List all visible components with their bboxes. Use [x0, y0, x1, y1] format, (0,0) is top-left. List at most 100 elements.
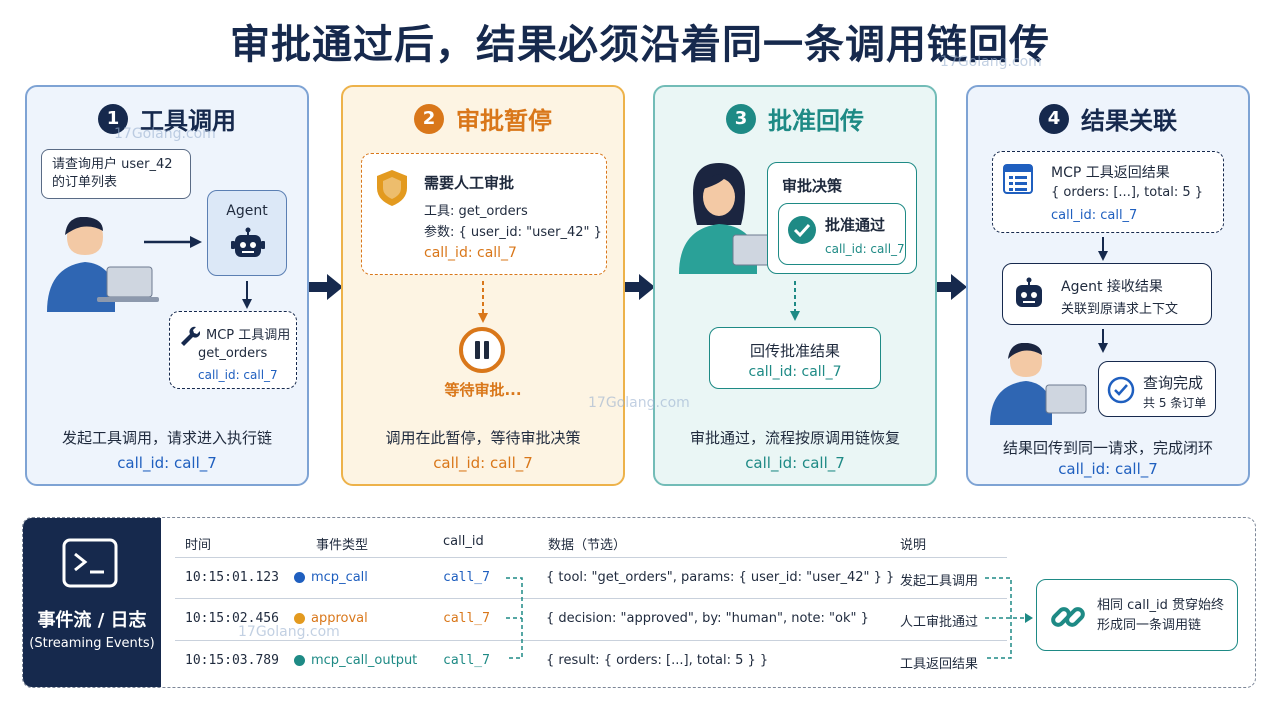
- panel-tool-call: 1 工具调用 请查询用户 user_42 的订单列表 Agent MCP 工具调…: [25, 85, 309, 486]
- waiting-label: 等待审批...: [444, 381, 522, 399]
- row-data: { decision: "approved", by: "human", not…: [546, 611, 869, 626]
- chain-summary-text: 相同 call_id 贯穿始终 形成同一条调用链: [1097, 598, 1224, 633]
- check-circle-icon: [788, 216, 816, 244]
- panel-callid: call_id: call_7: [1058, 460, 1158, 478]
- flow-arrow-icon: [933, 274, 967, 300]
- approval-params: 参数: { user_id: "user_42" }: [424, 225, 602, 240]
- flow-arrow-icon: [621, 274, 655, 300]
- panel-footer: 发起工具调用，请求进入执行链: [61, 429, 272, 447]
- approval-callid: call_id: call_7: [424, 245, 517, 261]
- mcp-title: MCP 工具调用: [206, 328, 291, 343]
- panel-header: 1 工具调用: [27, 101, 307, 136]
- panel-approval-return: 3 批准回传 审批决策 批准通过 call_id: call_7 回传批准结果 …: [653, 85, 937, 486]
- event-log-sidebar: 事件流 / 日志 (Streaming Events): [23, 518, 161, 687]
- row-note: 工具返回结果: [900, 657, 979, 672]
- step-number: 2: [414, 103, 444, 134]
- watermark: 17Golang.com: [114, 126, 216, 142]
- agent-receive-sub: 关联到原请求上下文: [1061, 302, 1179, 317]
- flow-arrow-icon: [309, 274, 343, 300]
- decision-title: 审批决策: [782, 177, 843, 195]
- approval-title: 需要人工审批: [424, 174, 515, 192]
- col-header-time: 时间: [185, 538, 212, 553]
- panel-footer: 结果回传到同一请求，完成闭环: [1002, 439, 1213, 457]
- watermark: 17Golang.com: [588, 395, 690, 411]
- col-header-callid: call_id: [443, 534, 484, 549]
- return-title: 回传批准结果: [749, 342, 840, 360]
- event-log-panel: 事件流 / 日志 (Streaming Events): [22, 517, 1256, 688]
- agent-box: Agent: [207, 190, 287, 276]
- panel-callid: call_id: call_7: [745, 454, 845, 472]
- row-type: mcp_call_output: [294, 653, 417, 668]
- row-data: { tool: "get_orders", params: { user_id:…: [546, 570, 895, 585]
- approved-box: 批准通过 call_id: call_7: [778, 203, 906, 265]
- panel-callid: call_id: call_7: [433, 454, 533, 472]
- panel-result-link: 4 结果关联 MCP 工具返回结果 { orders: [...], total…: [966, 85, 1250, 486]
- status-dot: [294, 613, 305, 624]
- chain-summary-box: 相同 call_id 贯穿始终 形成同一条调用链: [1036, 579, 1238, 651]
- approval-tool: 工具: get_orders: [424, 204, 528, 219]
- panel-title: 批准回传: [768, 107, 864, 135]
- callid-bracket: [506, 577, 523, 659]
- col-header-type: 事件类型: [316, 538, 369, 553]
- pause-icon: [459, 327, 505, 373]
- query-done-box: 查询完成 共 5 条订单: [1098, 361, 1216, 417]
- row-note: 人工审批通过: [900, 615, 979, 630]
- arrow-down-icon: [1098, 237, 1108, 261]
- event-type-label: mcp_call: [311, 570, 368, 585]
- event-type-label: approval: [311, 611, 368, 626]
- arrow-down-icon: [1098, 329, 1108, 353]
- user-laptop-illustration: [47, 217, 159, 312]
- page-title: 审批通过后，结果必须沿着同一条调用链回传: [230, 22, 1050, 68]
- mcp-tool-name: get_orders: [198, 346, 268, 361]
- arrow-right-icon: [144, 236, 202, 248]
- panel-title: 工具调用: [140, 107, 236, 135]
- col-header-note: 说明: [900, 538, 927, 553]
- check-circle-icon: [1107, 376, 1135, 404]
- agent-receive-box: Agent 接收结果 关联到原请求上下文: [1002, 263, 1212, 325]
- row-time: 10:15:03.789: [185, 653, 279, 668]
- event-log-subtitle: (Streaming Events): [29, 636, 155, 651]
- divider: [175, 640, 1007, 641]
- result-callid: call_id: call_7: [1051, 208, 1138, 223]
- decision-box: 审批决策 批准通过 call_id: call_7: [767, 162, 917, 274]
- document-list-icon: [1003, 164, 1033, 194]
- watermark: 17Golang.com: [238, 624, 340, 640]
- note-bracket: [985, 577, 1033, 659]
- event-type-label: mcp_call_output: [311, 653, 418, 668]
- result-title: MCP 工具返回结果: [1051, 165, 1170, 181]
- terminal-icon: [62, 538, 118, 588]
- panel-footer: 调用在此暂停，等待审批决策: [385, 429, 581, 447]
- col-header-data: 数据（节选）: [548, 538, 627, 553]
- row-data: { result: { orders: [...], total: 5 } }: [546, 653, 769, 668]
- link-icon: [1051, 607, 1085, 627]
- user-laptop-illustration: [990, 343, 1087, 425]
- mcp-callid: call_id: call_7: [198, 368, 278, 382]
- panel-callid: call_id: call_7: [117, 454, 217, 472]
- dashed-arrow-down-icon: [478, 281, 488, 323]
- row-time: 10:15:02.456: [185, 611, 279, 626]
- agent-receive-title: Agent 接收结果: [1061, 279, 1163, 295]
- arrow-down-icon: [242, 281, 252, 309]
- step-number: 1: [98, 103, 128, 134]
- robot-icon: [1016, 277, 1042, 307]
- row-type: mcp_call: [294, 570, 368, 585]
- user-request-bubble: 请查询用户 user_42 的订单列表: [41, 149, 191, 199]
- panel-approval-pause: 2 审批暂停 需要人工审批 工具: get_orders 参数: { user_…: [341, 85, 625, 486]
- row-time: 10:15:01.123: [185, 570, 279, 585]
- return-callid: call_id: call_7: [748, 364, 842, 380]
- robot-icon: [231, 227, 265, 257]
- step-number: 3: [726, 103, 756, 134]
- panel-title: 结果关联: [1081, 107, 1177, 135]
- event-log-title: 事件流 / 日志: [37, 610, 147, 631]
- panel-header: 3 批准回传: [655, 101, 935, 136]
- panel-header: 2 审批暂停: [343, 101, 623, 136]
- step-number: 4: [1039, 103, 1069, 134]
- panel-footer: 审批通过，流程按原调用链恢复: [689, 429, 900, 447]
- mcp-result-box: MCP 工具返回结果 { orders: [...], total: 5 } c…: [992, 151, 1224, 233]
- approved-label: 批准通过: [825, 216, 886, 234]
- mcp-tool-call-box: MCP 工具调用 get_orders call_id: call_7: [169, 311, 297, 389]
- result-body: { orders: [...], total: 5 }: [1051, 185, 1204, 200]
- agent-label: Agent: [226, 203, 268, 219]
- row-callid: call_7: [443, 611, 490, 626]
- shield-icon: [377, 170, 407, 206]
